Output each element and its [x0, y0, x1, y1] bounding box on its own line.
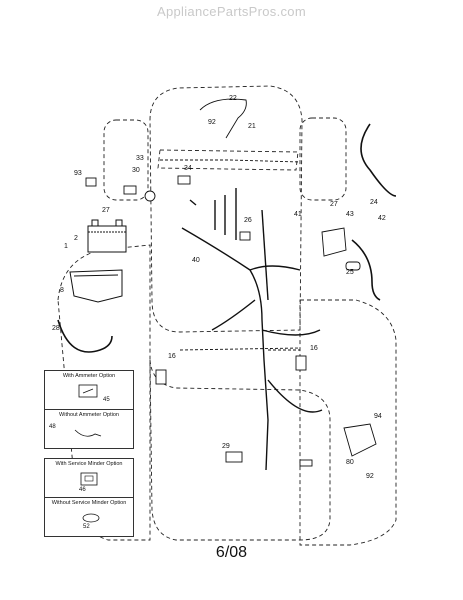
battery-tray — [69, 269, 123, 303]
dashed-wires — [160, 159, 301, 351]
callout-16-left: 16 — [168, 353, 176, 360]
callout-29: 29 — [222, 443, 230, 450]
callout-8: 8 — [60, 287, 64, 294]
starter-cable — [360, 123, 397, 197]
jumper-wire-icon — [74, 429, 102, 437]
callout-16-right: 16 — [310, 345, 318, 352]
part-46: 46 — [79, 487, 86, 493]
part-45: 45 — [103, 397, 110, 403]
part-48: 48 — [49, 424, 56, 430]
callout-43: 43 — [346, 211, 354, 218]
callout-34: 34 — [184, 165, 192, 172]
callout-25: 25 — [346, 269, 354, 276]
callout-26: 26 — [244, 217, 252, 224]
callout-27-right: 27 — [330, 201, 338, 208]
watermark: AppliancePartsPros.com — [157, 4, 306, 19]
callout-92: 80 — [346, 459, 354, 466]
part-52: 52 — [83, 524, 90, 530]
ammeter-option-box: With Ammeter Option 45 Without Ammeter O… — [44, 370, 134, 449]
callout-2: 2 — [74, 235, 78, 242]
callout-94: 94 — [374, 413, 382, 420]
plug-icon — [82, 513, 100, 523]
revision-date: 6/08 — [215, 544, 248, 561]
callout-33: 33 — [136, 155, 144, 162]
with-service-minder-label: With Service Minder Option — [55, 461, 123, 467]
battery-cable — [57, 319, 113, 353]
tractor-outline — [57, 85, 397, 546]
callout-93: 92 — [366, 473, 374, 480]
callout-1: 1 — [64, 243, 68, 250]
callout-labels: 22 92 21 33 34 93 30 27 1 2 8 26 40 41 2… — [52, 95, 386, 480]
callout-28: 28 — [52, 325, 60, 332]
callout-42: 42 — [378, 215, 386, 222]
ground-cable — [351, 239, 381, 301]
callout-21: 21 — [248, 123, 256, 130]
callout-80: 93 — [74, 170, 82, 177]
callout-40: 40 — [192, 257, 200, 264]
with-ammeter-label: With Ammeter Option — [62, 373, 116, 379]
main-harness — [181, 188, 323, 471]
callout-30: 30 — [132, 167, 140, 174]
callout-78: 92 — [208, 119, 216, 126]
without-ammeter-label: Without Ammeter Option — [59, 412, 119, 418]
service-minder-option-box: With Service Minder Option 46 Without Se… — [44, 458, 134, 537]
without-ammeter-cell: Without Ammeter Option 48 — [45, 410, 133, 448]
ammeter-gauge-icon — [78, 384, 98, 398]
callout-22: 22 — [229, 95, 237, 102]
service-minder-icon — [80, 472, 98, 486]
callout-24: 24 — [370, 199, 378, 206]
with-ammeter-cell: With Ammeter Option 45 — [45, 371, 133, 410]
callout-27-left: 27 — [102, 207, 110, 214]
without-service-minder-label: Without Service Minder Option — [51, 500, 127, 506]
without-service-minder-cell: Without Service Minder Option 52 — [45, 498, 133, 536]
components — [85, 98, 377, 467]
with-service-minder-cell: With Service Minder Option 46 — [45, 459, 133, 498]
callout-41: 41 — [294, 211, 302, 218]
battery — [87, 219, 127, 253]
